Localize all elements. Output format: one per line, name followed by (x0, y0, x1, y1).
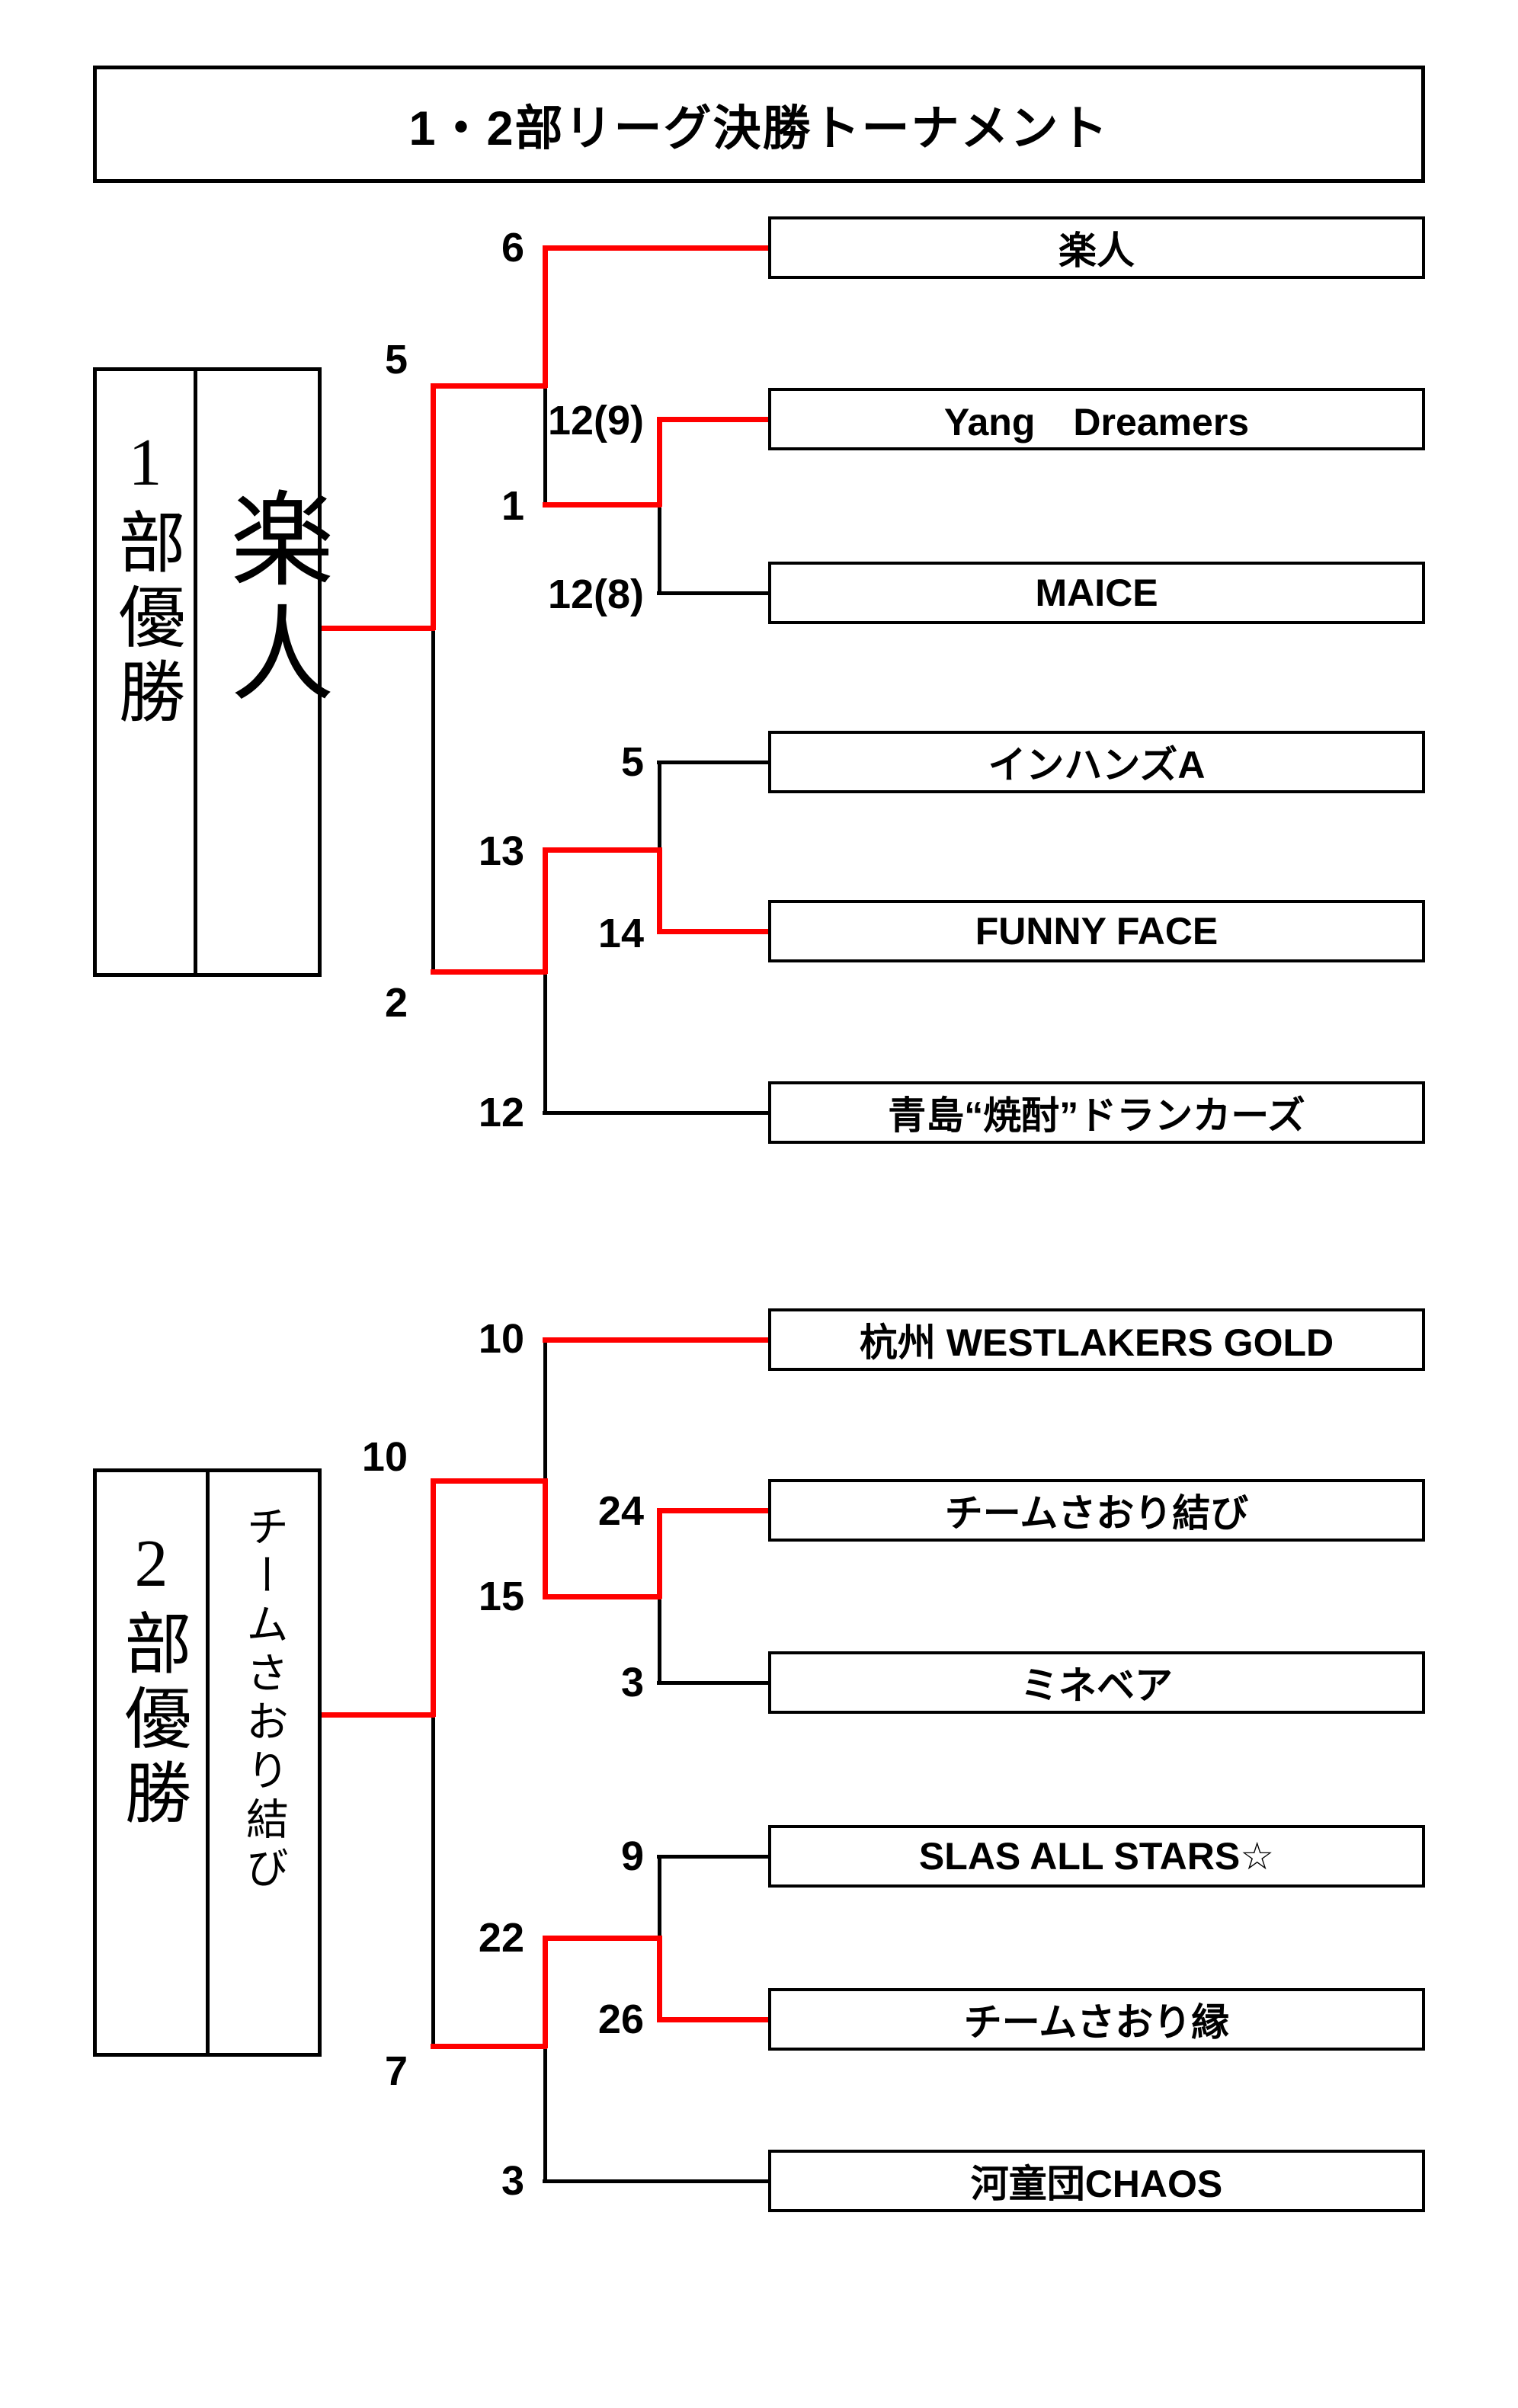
d2-champion-line (320, 1712, 435, 1718)
team-name-rakuto: 楽人 (1058, 229, 1135, 272)
team-name-inhands-a: インハンズA (988, 744, 1206, 786)
team-name-aoshima-drunkards: 青島“焼酎”ドランカーズ (888, 1094, 1305, 1137)
d1-final-vertical-winner (431, 383, 436, 630)
division2-champion-box: 2部優勝 チームさおり結び (93, 1468, 322, 2057)
division2-champion-name: チームさおり結び (239, 1504, 287, 1894)
d2-semifinal2-vertical-winner (543, 1936, 548, 2048)
d2-line-saori-musubi (657, 1508, 768, 1513)
d1-semifinal1-vertical-winner (543, 245, 548, 388)
d2-line-hangzhou (543, 1337, 768, 1343)
team-box-maice: MAICE (768, 562, 1425, 624)
division1-champion-label: 1部優勝 (108, 426, 182, 732)
d2-round1c-vertical-loser (658, 1596, 661, 1684)
d1-line-inhands (657, 761, 768, 764)
d2-round1d-winner-line (543, 1936, 661, 1941)
score-d1-final-winner: 5 (384, 337, 408, 383)
score-d2-sf2-enishi: 22 (478, 1915, 524, 1961)
score-d2-final-winner: 10 (361, 1434, 408, 1480)
d2-line-minebea (657, 1681, 768, 1685)
d1-line-rakuto (543, 245, 768, 251)
team-box-inhands-a: インハンズA (768, 731, 1425, 793)
d2-line-saori-enishi (657, 2017, 768, 2022)
team-box-slas-all-stars: SLAS ALL STARS☆ (768, 1825, 1425, 1888)
team-box-minebea: ミネベア (768, 1651, 1425, 1714)
d1-round1a-winner-line (543, 502, 661, 508)
d1-round1b-winner-line (543, 847, 661, 853)
d2-semifinal1-vertical-loser (543, 1337, 547, 1483)
d1-semifinal1-vertical-loser (543, 386, 547, 506)
division1-champion-box: 1部優勝 楽人 (93, 367, 329, 977)
d1-round1a-vertical-loser (658, 504, 661, 594)
division2-champion-label-column: 2部優勝 (97, 1472, 210, 2053)
team-name-kappa-chaos: 河童団CHAOS (970, 2163, 1223, 2205)
d1-line-aoshima (543, 1111, 768, 1115)
d2-round1d-vertical-winner (657, 1936, 662, 2022)
d2-final-vertical-winner (431, 1478, 436, 1717)
score-d1-sf1-yang: 1 (501, 483, 524, 529)
d1-semifinal1-winner-line (431, 383, 547, 389)
d1-final-vertical-loser (431, 628, 435, 974)
d1-line-maice (657, 591, 768, 595)
score-d2-sf1-musubi: 15 (478, 1574, 524, 1619)
team-name-minebea: ミネベア (1020, 1664, 1173, 1707)
score-d2-r1-minebea: 3 (620, 1660, 644, 1705)
page-title: 1・2部リーグ決勝トーナメント (408, 101, 1110, 155)
team-box-hangzhou-westlakers: 杭州 WESTLAKERS GOLD (768, 1308, 1425, 1371)
team-name-saori-musubi: チームさおり結び (944, 1492, 1249, 1535)
team-name-saori-enishi: チームさおり縁 (963, 2001, 1230, 2044)
team-name-hangzhou-westlakers: 杭州 WESTLAKERS GOLD (859, 1321, 1334, 1364)
score-d2-r1-musubi: 24 (597, 1488, 644, 1534)
team-name-yang-dreamers: Yang Dreamers (943, 401, 1250, 443)
division1-champion-label-column: 1部優勝 (97, 371, 197, 973)
d2-semifinal1-winner-line (431, 1478, 547, 1484)
score-d1-sf2-funny: 13 (478, 828, 524, 874)
team-box-rakuto: 楽人 (768, 216, 1425, 279)
d2-semifinal2-vertical-loser (543, 2044, 547, 2182)
division2-champion-label: 2部優勝 (114, 1527, 188, 1833)
score-d1-r1-funny: 14 (597, 911, 644, 956)
d1-round1a-vertical-winner (657, 417, 662, 507)
d1-champion-line (320, 626, 435, 631)
team-box-saori-enishi: チームさおり縁 (768, 1988, 1425, 2051)
team-box-funny-face: FUNNY FACE (768, 900, 1425, 962)
d1-semifinal2-winner-line (431, 969, 547, 975)
score-d1-r1-inhands: 5 (620, 739, 644, 785)
d2-line-slas (657, 1855, 768, 1859)
score-d1-sf2-aoshima: 12 (478, 1090, 524, 1135)
score-d1-final-runnerup: 2 (384, 980, 408, 1026)
title-box: 1・2部リーグ決勝トーナメント (93, 66, 1425, 183)
score-d1-r1-maice: 12(8) (547, 572, 644, 617)
score-d2-final-runnerup: 7 (384, 2048, 408, 2094)
d2-round1c-winner-line (543, 1594, 661, 1599)
d1-line-funny-face (657, 929, 768, 934)
team-name-funny-face: FUNNY FACE (975, 910, 1219, 953)
d2-final-vertical-loser (431, 1712, 435, 2048)
d2-semifinal1-vertical-winner (543, 1478, 548, 1599)
team-name-maice: MAICE (1035, 572, 1158, 614)
team-box-yang-dreamers: Yang Dreamers (768, 388, 1425, 450)
d1-round1b-vertical-winner (657, 847, 662, 933)
score-d1-r1-yang: 12(9) (547, 398, 644, 443)
division1-champion-name: 楽人 (215, 485, 329, 714)
d1-semifinal2-vertical-winner (543, 847, 548, 974)
score-d2-sf2-kappa: 3 (501, 2158, 524, 2204)
d2-round1d-vertical-loser (658, 1855, 661, 1940)
score-d2-r1-slas: 9 (620, 1833, 644, 1879)
team-box-kappa-chaos: 河童団CHAOS (768, 2150, 1425, 2212)
score-d2-r1-enishi: 26 (597, 1997, 644, 2042)
d2-line-kappa (543, 2179, 768, 2183)
d2-round1c-vertical-winner (657, 1508, 662, 1599)
division1-champion-name-column: 楽人 (197, 371, 347, 973)
d1-semifinal2-vertical-loser (543, 972, 547, 1114)
d2-semifinal2-winner-line (431, 2044, 547, 2049)
team-box-aoshima-drunkards: 青島“焼酎”ドランカーズ (768, 1081, 1425, 1144)
team-name-slas-all-stars: SLAS ALL STARS☆ (918, 1835, 1275, 1878)
score-d1-sf1-rakuto: 6 (501, 225, 524, 271)
score-d2-sf1-hangzhou: 10 (478, 1316, 524, 1362)
d1-round1b-vertical-loser (658, 761, 661, 852)
d1-line-yang (657, 417, 768, 422)
team-box-saori-musubi: チームさおり結び (768, 1479, 1425, 1542)
division2-champion-name-column: チームさおり結び (210, 1472, 318, 2053)
